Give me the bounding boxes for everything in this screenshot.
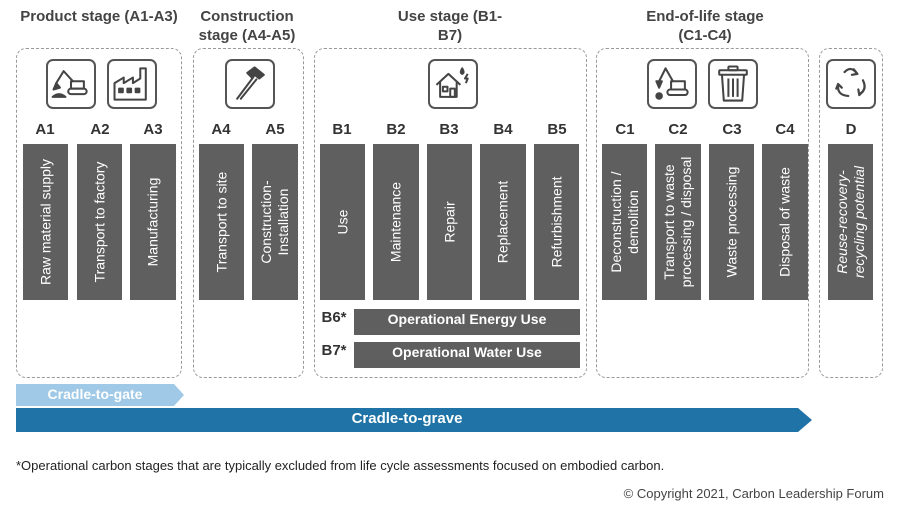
excavator-icon — [46, 59, 96, 109]
group-use — [314, 48, 587, 378]
hammer-icon — [225, 59, 275, 109]
module-bar-b7: Operational Water Use — [354, 342, 580, 368]
module-code-b7: B7* — [321, 342, 347, 359]
group-product — [16, 48, 182, 378]
module-bar-c1: Deconstruction / demolition — [602, 144, 647, 300]
module-code-b1: B1 — [332, 121, 352, 138]
footnote: *Operational carbon stages that are typi… — [16, 458, 665, 473]
cradle-to-grave-arrow — [16, 408, 812, 432]
cradle-to-gate-label: Cradle-to-gate — [47, 386, 143, 402]
group-d — [819, 48, 883, 378]
module-bar-a3: Manufacturing — [130, 144, 176, 300]
house-icon — [428, 59, 478, 109]
module-bar-a2: Transport to factory — [77, 144, 122, 300]
factory-icon — [107, 59, 157, 109]
module-code-a3: A3 — [143, 121, 163, 138]
module-bar-b1: Use — [320, 144, 365, 300]
stage-title-product: Product stage (A1-A3) — [20, 8, 178, 25]
copyright: © Copyright 2021, Carbon Leadership Foru… — [623, 486, 884, 501]
demolition-excavator-icon — [647, 59, 697, 109]
module-bar-a5: Construction- Installation — [252, 144, 298, 300]
stage-title-use: Use stage (B1-B7) — [397, 8, 503, 44]
module-bar-c2: Transport to waste processing / disposal — [655, 144, 701, 300]
cradle-to-gate-arrow — [16, 384, 184, 406]
module-bar-d: Reuse-recovery- recycling potential — [828, 144, 873, 300]
module-code-a5: A5 — [265, 121, 285, 138]
module-bar-a4: Transport to site — [199, 144, 244, 300]
module-code-c2: C2 — [668, 121, 688, 138]
module-code-b6: B6* — [321, 309, 347, 326]
module-bar-a1: Raw material supply — [23, 144, 68, 300]
module-code-c4: C4 — [775, 121, 795, 138]
module-code-c3: C3 — [722, 121, 742, 138]
module-code-b4: B4 — [493, 121, 513, 138]
stage-title-eol: End-of-life stage (C1-C4) — [646, 8, 764, 44]
module-bar-c4: Disposal of waste — [762, 144, 808, 300]
module-code-c1: C1 — [615, 121, 635, 138]
group-eol — [596, 48, 809, 378]
module-bar-b4: Replacement — [480, 144, 526, 300]
module-bar-c3: Waste processing — [709, 144, 754, 300]
module-code-b3: B3 — [439, 121, 459, 138]
stage-title-construction: Construction stage (A4-A5) — [198, 8, 296, 44]
module-code-b5: B5 — [547, 121, 567, 138]
module-code-b2: B2 — [386, 121, 406, 138]
module-code-a2: A2 — [90, 121, 110, 138]
module-bar-b2: Maintenance — [373, 144, 419, 300]
module-bar-b3: Repair — [427, 144, 472, 300]
module-bar-b5: Refurbishment — [534, 144, 579, 300]
module-code-a4: A4 — [211, 121, 231, 138]
cradle-to-grave-label: Cradle-to-grave — [351, 410, 463, 427]
module-bar-b6: Operational Energy Use — [354, 309, 580, 335]
module-code-a1: A1 — [35, 121, 55, 138]
group-construction — [193, 48, 304, 378]
trash-can-icon — [708, 59, 758, 109]
recycle-icon — [826, 59, 876, 109]
module-code-d: D — [845, 121, 857, 138]
